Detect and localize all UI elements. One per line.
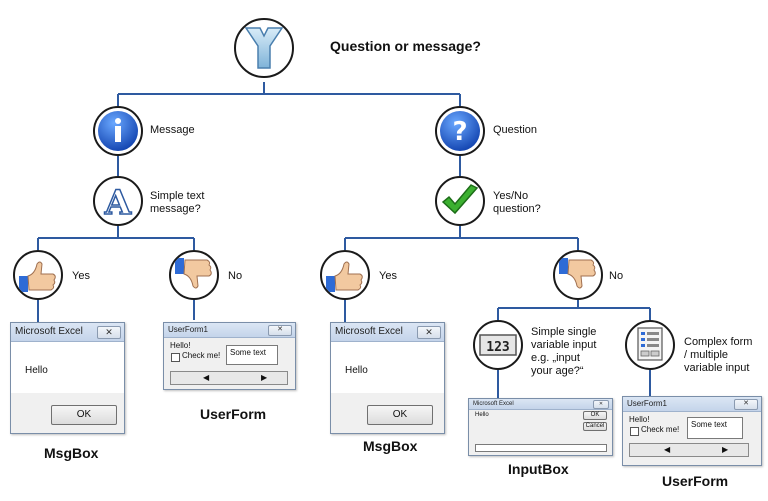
- userform-title-1: UserForm1 ✕: [164, 323, 295, 338]
- msgbox-message-1: Hello: [25, 365, 48, 376]
- userform-title-2: UserForm1 ✕: [623, 397, 761, 412]
- inputbox-field[interactable]: [475, 444, 607, 452]
- msgbox-message-2: Hello: [345, 365, 368, 376]
- ok-button[interactable]: OK: [583, 411, 607, 420]
- question-node: ?: [435, 106, 485, 156]
- userform-message-1: Hello!: [170, 341, 191, 350]
- svg-text:?: ?: [452, 117, 467, 147]
- userform-window-1: UserForm1 ✕ Hello! Check me! Some text ◀…: [163, 322, 296, 390]
- inputbox-message: Hello: [475, 412, 489, 418]
- check-me-checkbox[interactable]: [630, 427, 639, 436]
- msgbox-window-1: Microsoft Excel ✕ Hello OK: [10, 322, 125, 434]
- close-button[interactable]: ✕: [97, 326, 121, 339]
- yes-node-1: [13, 250, 63, 300]
- yes-label-2: Yes: [379, 270, 397, 282]
- thumbs-down-icon: [175, 258, 212, 289]
- msgbox-title-2: Microsoft Excel ✕: [331, 323, 444, 342]
- close-button[interactable]: ✕: [268, 325, 292, 336]
- info-icon: [98, 111, 138, 151]
- simple-text-node: A: [93, 176, 143, 226]
- simple-input-node: 123: [473, 320, 523, 370]
- check-me-label: Check me!: [641, 425, 680, 434]
- letter-a-icon: A: [103, 182, 133, 224]
- svg-text:A: A: [104, 183, 132, 223]
- caption-inputbox: InputBox: [508, 461, 569, 477]
- some-text-input[interactable]: Some text: [226, 345, 278, 365]
- horizontal-scrollbar[interactable]: ◀ ▶: [170, 371, 288, 385]
- cancel-button[interactable]: Cancel: [583, 422, 607, 431]
- caption-userform-2: UserForm: [662, 473, 729, 489]
- close-button[interactable]: ✕: [593, 400, 609, 409]
- complex-form-label: Complex form / multiple variable input: [684, 336, 753, 374]
- scroll-left-icon[interactable]: ◀: [664, 445, 671, 454]
- close-button[interactable]: ✕: [417, 326, 441, 339]
- question-mark-icon: ?: [440, 111, 480, 151]
- some-text-input[interactable]: Some text: [687, 417, 743, 439]
- scroll-right-icon[interactable]: ▶: [261, 373, 268, 382]
- message-node: [93, 106, 143, 156]
- root-label: Question or message?: [330, 38, 481, 54]
- yes-node-2: [320, 250, 370, 300]
- no-label-1: No: [228, 270, 243, 282]
- ok-button[interactable]: OK: [51, 405, 117, 425]
- complex-form-node: [625, 320, 675, 370]
- scroll-right-icon[interactable]: ▶: [722, 445, 729, 454]
- check-me-checkbox[interactable]: [171, 353, 180, 362]
- userform-message-2: Hello!: [629, 415, 650, 424]
- thumbs-up-icon: [326, 261, 363, 292]
- ok-button[interactable]: OK: [367, 405, 433, 425]
- msgbox-title-1: Microsoft Excel ✕: [11, 323, 124, 342]
- yes-no-label: Yes/No question?: [493, 190, 541, 215]
- fork-arrows-icon: [244, 27, 284, 69]
- question-label: Question: [493, 124, 538, 136]
- simple-text-label: Simple text message?: [150, 190, 205, 215]
- thumbs-up-icon: [19, 261, 56, 292]
- yes-no-node: [435, 176, 485, 226]
- check-me-label: Check me!: [182, 351, 221, 360]
- no-node-1: [169, 250, 219, 300]
- thumbs-down-icon: [559, 258, 596, 289]
- caption-msgbox-2: MsgBox: [363, 438, 418, 454]
- simple-input-label: Simple single variable input e.g. „input…: [531, 326, 597, 377]
- message-label: Message: [150, 124, 195, 136]
- no-node-2: [553, 250, 603, 300]
- scroll-left-icon[interactable]: ◀: [203, 373, 210, 382]
- number-123-icon: 123: [479, 334, 517, 356]
- no-label-2: No: [609, 270, 624, 282]
- caption-userform-1: UserForm: [200, 406, 267, 422]
- checkmark-icon: [441, 184, 479, 215]
- msgbox-window-2: Microsoft Excel ✕ Hello OK: [330, 322, 445, 434]
- horizontal-scrollbar[interactable]: ◀ ▶: [629, 443, 749, 457]
- svg-text:123: 123: [486, 340, 509, 355]
- root-node: [234, 18, 294, 78]
- yes-label-1: Yes: [72, 270, 90, 282]
- form-list-icon: [637, 327, 663, 361]
- inputbox-title: Microsoft Excel ✕: [469, 399, 612, 410]
- close-button[interactable]: ✕: [734, 399, 758, 410]
- caption-msgbox-1: MsgBox: [44, 445, 99, 461]
- userform-window-2: UserForm1 ✕ Hello! Check me! Some text ◀…: [622, 396, 762, 466]
- inputbox-window: Microsoft Excel ✕ Hello OK Cancel: [468, 398, 613, 456]
